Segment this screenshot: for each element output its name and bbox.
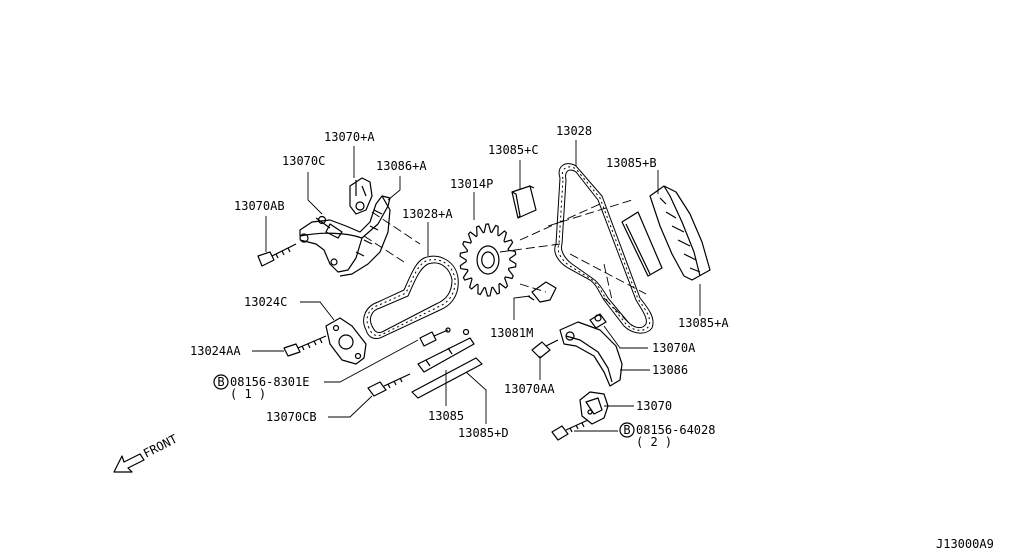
- timing-chain-13028a[interactable]: [363, 255, 459, 339]
- label-13086a[interactable]: 13086+A: [376, 159, 427, 173]
- bolt-symbol-2: B: [619, 422, 635, 438]
- label-13070ab[interactable]: 13070AB: [234, 199, 285, 213]
- label-13024c[interactable]: 13024C: [244, 295, 287, 309]
- chain-guide-13086a[interactable]: [299, 195, 391, 277]
- sprocket-hub: [476, 245, 500, 275]
- tensioner-13070[interactable]: [579, 391, 609, 425]
- guide-13085[interactable]: [417, 337, 475, 373]
- label-13070a[interactable]: 13070A: [652, 341, 696, 355]
- bolt-13070a[interactable]: [589, 313, 607, 329]
- chain-guide-13085a[interactable]: [649, 185, 711, 281]
- label-13028[interactable]: 13028: [556, 124, 592, 138]
- sprocket-teeth: [459, 223, 517, 297]
- label-qty-2: ( 2 ): [636, 435, 672, 449]
- bolt-symbol-text: B: [217, 375, 224, 389]
- chain-guide-13085b[interactable]: [621, 211, 663, 277]
- alignment-line-middle: [499, 199, 647, 327]
- front-direction-arrow: FRONT: [113, 432, 180, 473]
- bolt-13070cb[interactable]: [367, 373, 411, 397]
- bolt-symbol-text: B: [623, 423, 630, 437]
- front-label: FRONT: [141, 432, 180, 461]
- tensioner-arm-13086[interactable]: [559, 321, 623, 387]
- arrow-icon: [113, 453, 145, 473]
- label-13086[interactable]: 13086: [652, 363, 688, 377]
- cover-13024c[interactable]: [325, 317, 367, 365]
- label-13014p[interactable]: 13014P: [450, 177, 493, 191]
- sprocket-13014p[interactable]: [459, 223, 517, 297]
- part-labels: 13070+A 13070C 13086+A 13070AB 13028+A 1…: [190, 124, 729, 449]
- label-13028a[interactable]: 13028+A: [402, 207, 453, 221]
- bolt-13070aa[interactable]: [531, 339, 559, 359]
- bolt-13070ab[interactable]: [257, 243, 297, 267]
- label-13085[interactable]: 13085: [428, 409, 464, 423]
- label-08156-64028[interactable]: 08156-64028: [636, 423, 715, 437]
- label-13085d[interactable]: 13085+D: [458, 426, 509, 440]
- bolt-13024aa[interactable]: [283, 335, 327, 357]
- bolt-symbol-1: B: [213, 374, 229, 390]
- label-13081m[interactable]: 13081M: [490, 326, 533, 340]
- label-13070cb[interactable]: 13070CB: [266, 410, 317, 424]
- label-08156-8301e[interactable]: 08156-8301E: [230, 375, 309, 389]
- chain-tensioner-13070a[interactable]: [349, 177, 373, 215]
- diagram-id: J13000A9: [936, 537, 994, 551]
- alignment-line-upper-left: [363, 211, 421, 263]
- bolt-08156-64028[interactable]: [551, 419, 589, 441]
- label-13070[interactable]: 13070: [636, 399, 672, 413]
- label-13085a[interactable]: 13085+A: [678, 316, 729, 330]
- sprocket-bore: [481, 251, 495, 269]
- label-13070aa[interactable]: 13070AA: [504, 382, 555, 396]
- label-13070a-top[interactable]: 13070+A: [324, 130, 375, 144]
- label-13024aa[interactable]: 13024AA: [190, 344, 241, 358]
- bolt-08156-8301e[interactable]: [419, 327, 470, 347]
- leader-lines: [252, 140, 701, 432]
- label-13085c[interactable]: 13085+C: [488, 143, 539, 157]
- guide-13085d[interactable]: [411, 357, 483, 399]
- label-13070c[interactable]: 13070C: [282, 154, 325, 168]
- chain-guide-13085c[interactable]: [511, 185, 537, 219]
- bolt-13070c[interactable]: [315, 215, 343, 239]
- label-qty-1: ( 1 ): [230, 387, 266, 401]
- label-13085b[interactable]: 13085+B: [606, 156, 657, 170]
- chain-guide-13081m[interactable]: [527, 281, 557, 303]
